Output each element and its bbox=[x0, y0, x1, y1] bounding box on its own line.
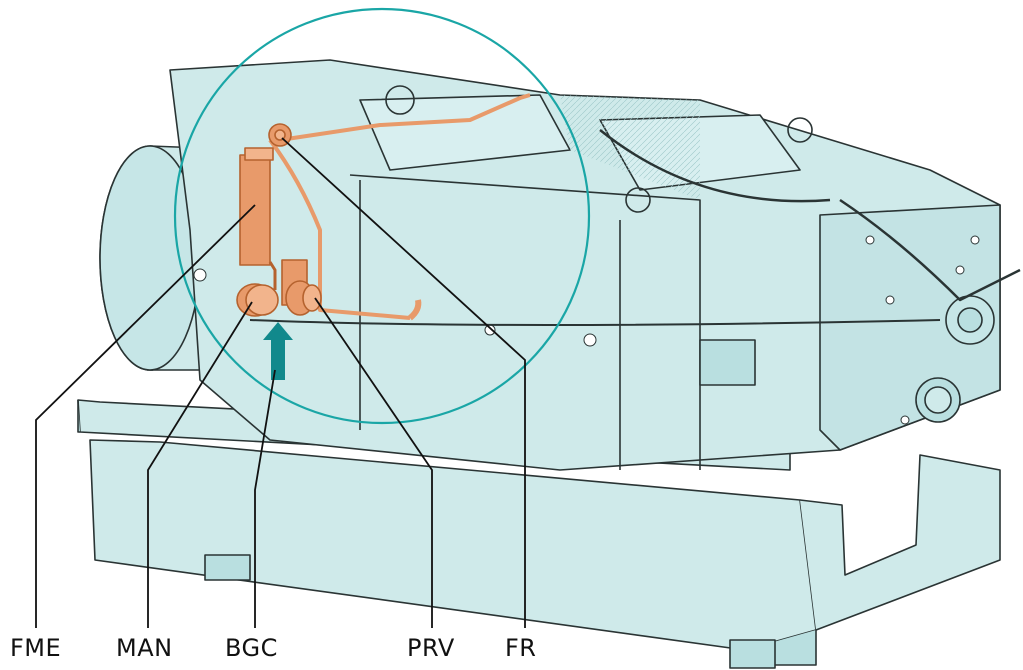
machine-body bbox=[99, 59, 1021, 471]
leader-fr bbox=[281, 137, 526, 628]
leader-lines bbox=[35, 137, 526, 628]
label-bgc: BGC bbox=[225, 634, 278, 662]
leader-man bbox=[147, 301, 253, 628]
fme-component bbox=[239, 154, 271, 266]
label-fr: FR bbox=[505, 634, 537, 662]
detail-circle bbox=[173, 7, 591, 425]
highlighted-components bbox=[236, 93, 531, 321]
label-prv: PRV bbox=[407, 634, 455, 662]
label-fme: FME bbox=[10, 634, 62, 662]
leader-fme bbox=[35, 204, 256, 628]
leader-prv bbox=[314, 297, 433, 628]
leader-bgc bbox=[254, 369, 276, 628]
label-man: MAN bbox=[116, 634, 173, 662]
man-gauge bbox=[236, 283, 279, 317]
prv-knob bbox=[285, 280, 322, 316]
bgc-arrow bbox=[263, 322, 293, 380]
